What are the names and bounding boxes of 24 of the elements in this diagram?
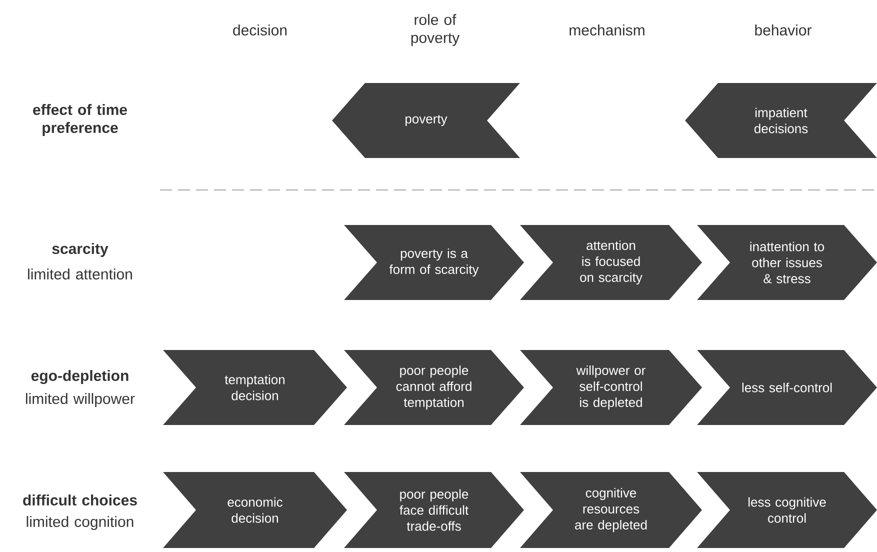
process-step: poor people face difficult trade-offs — [344, 472, 524, 548]
column-heading: behavior — [755, 24, 812, 36]
row-heading: limited cognition — [26, 516, 134, 530]
process-step: attention is focused on scarcity — [520, 225, 702, 300]
process-step: willpower or self-control is depleted — [520, 350, 702, 425]
row-heading: limited attention — [28, 268, 132, 280]
row-heading: scarcity — [52, 243, 108, 257]
process-step: economic decision — [163, 472, 347, 548]
process-step: less cognitive control — [697, 472, 877, 548]
process-step: impatient decisions — [685, 83, 877, 158]
row-heading: ego-depletion — [31, 370, 128, 384]
process-step: cognitive resources are depleted — [520, 472, 702, 548]
process-step: temptation decision — [163, 350, 347, 425]
column-heading: decision — [233, 24, 287, 36]
row-heading: difficult choices — [23, 494, 137, 506]
column-heading: role of poverty — [411, 14, 460, 46]
column-heading: mechanism — [570, 24, 644, 36]
process-step: poor people cannot afford temptation — [344, 350, 524, 425]
process-step: less self-control — [697, 350, 877, 425]
row-heading: effect of time preference — [33, 104, 127, 136]
process-step: inattention to other issues & stress — [697, 225, 877, 300]
row-heading: limited willpower — [26, 393, 135, 407]
process-step: poverty is a form of scarcity — [344, 225, 524, 300]
process-step: poverty — [332, 83, 520, 158]
